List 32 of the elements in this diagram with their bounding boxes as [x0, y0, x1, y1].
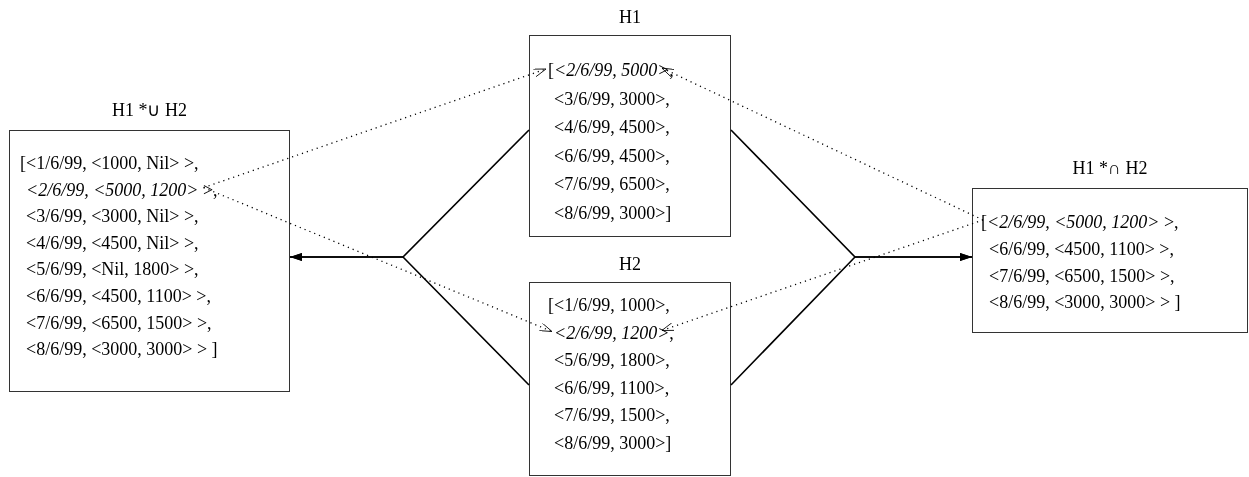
box-heading: H1 *∪ H2: [112, 100, 187, 120]
box-heading: H1: [619, 7, 641, 27]
tuple-text: <4/6/99, <4500, Nil> >,: [26, 232, 199, 253]
tuple-text: [<2/6/99, 5000>,: [548, 60, 674, 80]
tuple-text: <5/6/99, 1800>,: [554, 350, 670, 370]
tuple-text: <8/6/99, 3000>]: [554, 202, 672, 223]
tuple-text: <4/6/99, 4500>,: [554, 117, 670, 137]
tuple-text: <6/6/99, 4500>,: [554, 145, 670, 166]
tuple-text: <8/6/99, <3000, 3000> > ]: [26, 339, 218, 360]
tuple-text: <2/6/99, <5000, 1200> >,: [26, 179, 218, 200]
dotted-arrow: [661, 219, 984, 332]
tuple-text: <6/6/99, <4500, 1100> >,: [26, 286, 211, 306]
tuple-text: <6/6/99, 1100>,: [554, 377, 670, 398]
tuple-text: <3/6/99, 3000>,: [554, 88, 670, 109]
tuple-text: <8/6/99, <3000, 3000> > ]: [989, 292, 1181, 313]
tuple-text: <7/6/99, <6500, 1500> >,: [26, 312, 212, 333]
arrow: [730, 253, 973, 386]
tuple-text: <3/6/99, <3000, Nil> >,: [26, 206, 199, 227]
tuple-text: <5/6/99, <Nil, 1800> >,: [26, 259, 199, 280]
tuple-text: [<1/6/99, 1000>,: [548, 295, 670, 315]
tuple-text: <8/6/99, 3000>]: [554, 432, 672, 453]
arrow: [289, 253, 530, 386]
tuple-text: <6/6/99, <4500, 1100> >,: [989, 238, 1174, 259]
tuple-text: <2/6/99, 1200>,: [554, 322, 674, 343]
tuple-text: <7/6/99, 1500>,: [554, 405, 670, 425]
tuple-text: [<1/6/99, <1000, Nil> >,: [20, 153, 199, 173]
tuple-text: <7/6/99, <6500, 1500> >,: [989, 265, 1175, 286]
box-heading: H2: [619, 254, 641, 274]
dotted-arrow: [202, 186, 553, 333]
box-heading: H1 *∩ H2: [1072, 158, 1148, 178]
tuple-text: <7/6/99, 6500>,: [554, 174, 670, 194]
tuple-text: [<2/6/99, <5000, 1200> >,: [981, 212, 1179, 232]
